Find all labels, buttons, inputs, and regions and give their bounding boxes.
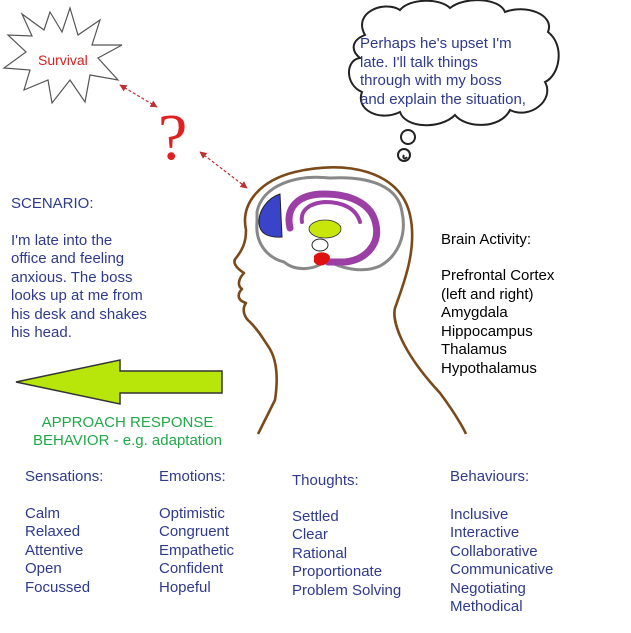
brain-activity-item: Thalamus: [441, 341, 507, 358]
scenario-title: SCENARIO:: [11, 195, 94, 212]
list-item: Congruent: [159, 523, 230, 541]
brain-activity-item: (left and right): [441, 285, 534, 303]
list-item: Inclusive: [450, 506, 509, 523]
list-item: Relaxed: [25, 523, 81, 541]
sensations-heading: Sensations:: [25, 468, 104, 485]
prefrontal-cortex-shape: [258, 193, 283, 238]
list-item: Communicative: [450, 561, 554, 579]
brain-activity-title: Brain Activity:: [441, 231, 532, 248]
list-item: Empathetic: [159, 541, 235, 559]
list-item: Proportionate: [292, 563, 383, 581]
response-line: APPROACH RESPONSE: [41, 414, 214, 431]
list-item: Attentive: [25, 541, 84, 559]
left-arrow-icon: [15, 359, 223, 405]
survival-label: Survival: [38, 52, 88, 68]
thought-line: through with my boss: [360, 72, 502, 89]
brain-activity-item: Hypothalamus: [441, 359, 537, 377]
list-item: Settled: [292, 508, 339, 525]
list-item: Methodical: [450, 598, 523, 616]
emotions-heading: Emotions:: [159, 468, 226, 485]
hypothalamus-shape: [311, 238, 329, 252]
brain-activity-item: Amygdala: [441, 304, 508, 321]
limbic-system-shape: [285, 190, 381, 266]
list-item: Calm: [25, 505, 61, 522]
list-item: Clear: [292, 526, 328, 544]
limbic-inner-shape: [299, 199, 362, 224]
scenario-line: office and feeling: [11, 250, 125, 268]
thoughts-heading: Thoughts:: [292, 472, 359, 489]
response-line: BEHAVIOR - e.g. adaptation: [33, 432, 222, 449]
burst-to-question-arrow: [119, 84, 158, 108]
behaviours-list: Inclusive Interactive Collaborative Comm…: [450, 506, 553, 616]
starburst-icon: [2, 6, 123, 105]
list-item: Rational: [292, 544, 348, 562]
question-to-head-arrow: [199, 151, 248, 189]
scenario-line: his head.: [11, 324, 72, 342]
thought-line: and explain the situation,: [360, 90, 526, 108]
thought-line: late. I'll talk things: [360, 53, 478, 71]
response-label: APPROACH RESPONSE BEHAVIOR - e.g. adapta…: [15, 414, 240, 450]
brain-activity-item: Hippocampus: [441, 322, 533, 340]
scenario-line: looks up at me from: [11, 287, 143, 305]
head-profile-icon: [233, 166, 468, 435]
thought-line: Perhaps he's upset I'm: [360, 35, 512, 52]
list-item: Focussed: [25, 578, 91, 596]
brain-activity-list: Prefrontal Cortex (left and right) Amygd…: [441, 267, 554, 378]
list-item: Collaborative: [450, 542, 538, 560]
thought-text: Perhaps he's upset I'm late. I'll talk t…: [360, 35, 550, 109]
question-mark-icon: ?: [158, 101, 188, 174]
thalamus-shape: [308, 219, 342, 239]
thoughts-list: Settled Clear Rational Proportionate Pro…: [292, 508, 401, 600]
scenario-line: I'm late into the: [11, 232, 113, 249]
list-item: Interactive: [450, 524, 520, 542]
list-item: Confident: [159, 560, 224, 578]
scenario-line: his desk and shakes: [11, 305, 147, 323]
list-item: Optimistic: [159, 505, 225, 522]
list-item: Open: [25, 560, 62, 578]
list-item: Hopeful: [159, 578, 211, 596]
amygdala-shape: [314, 252, 330, 266]
emotions-list: Optimistic Congruent Empathetic Confiden…: [159, 505, 234, 597]
scenario-line: anxious. The boss: [11, 268, 133, 286]
behaviours-heading: Behaviours:: [450, 468, 530, 485]
scenario-text: I'm late into the office and feeling anx…: [11, 232, 176, 342]
brain-activity-item: Prefrontal Cortex: [441, 267, 555, 284]
thought-cloud-icon: [348, 0, 560, 162]
list-item: Negotiating: [450, 579, 526, 597]
sensations-list: Calm Relaxed Attentive Open Focussed: [25, 505, 90, 597]
list-item: Problem Solving: [292, 581, 402, 599]
